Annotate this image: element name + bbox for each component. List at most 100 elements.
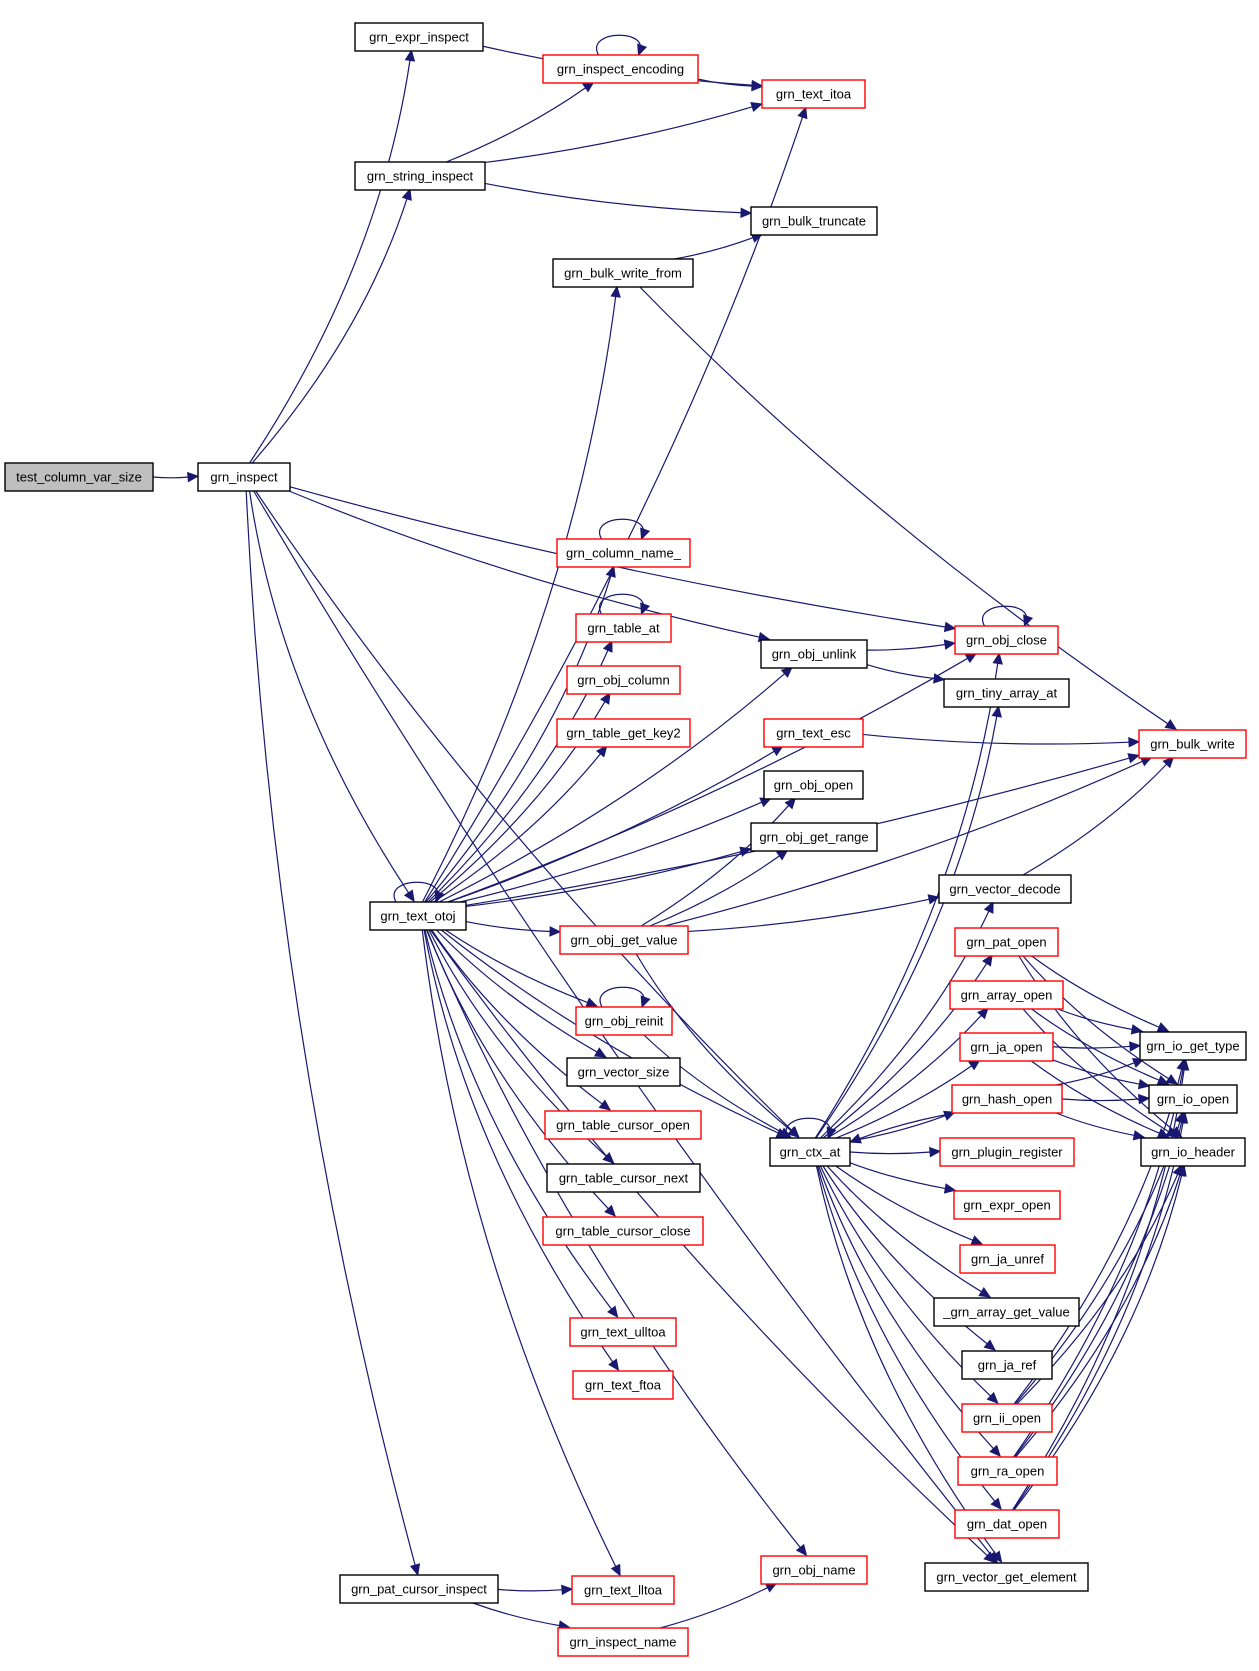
node-grn-ctx-at[interactable]: grn_ctx_at bbox=[769, 1137, 851, 1167]
node-label: grn_plugin_register bbox=[951, 1145, 1063, 1160]
node-grn-hash-open[interactable]: grn_hash_open bbox=[951, 1084, 1063, 1114]
node-label: grn_table_cursor_open bbox=[556, 1118, 690, 1133]
node-grn-tiny-array-at[interactable]: grn_tiny_array_at bbox=[943, 678, 1070, 708]
node-grn-plugin-register[interactable]: grn_plugin_register bbox=[939, 1137, 1075, 1167]
node-label: grn_bulk_write_from bbox=[564, 266, 682, 281]
node-grn-obj-get-range[interactable]: grn_obj_get_range bbox=[750, 822, 878, 852]
node-grn-text-itoa[interactable]: grn_text_itoa bbox=[761, 79, 866, 109]
node-grn-column-name-[interactable]: grn_column_name_ bbox=[556, 538, 691, 568]
edge-grn_inspect-to-grn_expr_inspect bbox=[249, 49, 416, 464]
edge-grn_ctx_at-to-grn_plugin_register bbox=[849, 1146, 942, 1158]
node-grn-pat-open[interactable]: grn_pat_open bbox=[954, 927, 1059, 957]
node-grn-table-cursor-open[interactable]: grn_table_cursor_open bbox=[544, 1110, 702, 1140]
node-grn-inspect-name[interactable]: grn_inspect_name bbox=[557, 1627, 689, 1657]
node-grn-obj-reinit[interactable]: grn_obj_reinit bbox=[575, 1006, 673, 1036]
node-box bbox=[763, 770, 864, 800]
node-box bbox=[1140, 1137, 1246, 1167]
node-box bbox=[763, 718, 864, 748]
node-grn-array-get-value[interactable]: _grn_array_get_value bbox=[933, 1297, 1080, 1327]
node-grn-vector-get-element[interactable]: grn_vector_get_element bbox=[924, 1562, 1089, 1592]
node-grn-obj-close[interactable]: grn_obj_close bbox=[954, 625, 1059, 655]
edge-grn_ctx_at-to-_grn_array_get_value bbox=[826, 1165, 992, 1298]
node-label: grn_obj_get_range bbox=[759, 830, 868, 845]
node-label: grn_ja_open bbox=[970, 1040, 1042, 1055]
node-label: grn_text_otoj bbox=[380, 909, 455, 924]
edge-grn_ctx_at-to-grn_array_open bbox=[827, 1007, 989, 1139]
node-grn-vector-decode[interactable]: grn_vector_decode bbox=[938, 874, 1072, 904]
node-grn-obj-unlink[interactable]: grn_obj_unlink bbox=[760, 639, 868, 669]
node-box bbox=[761, 79, 866, 109]
edge-grn_ctx_at-to-grn_expr_open bbox=[849, 1162, 957, 1194]
node-grn-io-open[interactable]: grn_io_open bbox=[1148, 1084, 1238, 1114]
node-grn-ja-open[interactable]: grn_ja_open bbox=[959, 1032, 1054, 1062]
node-box bbox=[954, 625, 1059, 655]
edge-grn_text_otoj-to-grn_vector_size bbox=[436, 929, 607, 1058]
node-grn-table-at[interactable]: grn_table_at bbox=[575, 613, 672, 643]
edge-grn_inspect-to-grn_obj_unlink bbox=[288, 490, 771, 643]
node-grn-expr-open[interactable]: grn_expr_open bbox=[953, 1190, 1061, 1220]
edge-grn_text_otoj-to-grn_text_lltoa bbox=[421, 929, 621, 1577]
node-box bbox=[572, 1370, 674, 1400]
edge-grn_vector_decode-to-grn_bulk_write bbox=[1022, 756, 1175, 876]
node-grn-text-ftoa[interactable]: grn_text_ftoa bbox=[572, 1370, 674, 1400]
node-grn-io-header[interactable]: grn_io_header bbox=[1140, 1137, 1246, 1167]
node-grn-obj-get-value[interactable]: grn_obj_get_value bbox=[559, 925, 689, 955]
node-grn-inspect[interactable]: grn_inspect bbox=[197, 462, 291, 492]
node-box bbox=[750, 822, 878, 852]
node-box bbox=[575, 1006, 673, 1036]
node-label: grn_column_name_ bbox=[566, 546, 682, 561]
node-grn-table-cursor-close[interactable]: grn_table_cursor_close bbox=[542, 1216, 704, 1246]
node-box bbox=[1139, 1031, 1247, 1061]
node-box bbox=[556, 538, 691, 568]
node-grn-table-get-key2[interactable]: grn_table_get_key2 bbox=[556, 718, 691, 748]
node-grn-inspect-encoding[interactable]: grn_inspect_encoding bbox=[542, 54, 699, 84]
node-label: grn_ra_open bbox=[971, 1464, 1045, 1479]
node-label: grn_pat_open bbox=[966, 935, 1046, 950]
edge-grn_bulk_write_from-to-grn_bulk_write bbox=[639, 286, 1178, 730]
node-label: grn_bulk_write bbox=[1150, 737, 1235, 752]
node-grn-text-otoj[interactable]: grn_text_otoj bbox=[369, 901, 467, 931]
node-box bbox=[951, 1084, 1063, 1114]
node-grn-vector-size[interactable]: grn_vector_size bbox=[566, 1057, 681, 1087]
node-label: grn_text_ulltoa bbox=[580, 1325, 666, 1340]
edge-grn_array_open-to-grn_io_header bbox=[1022, 1008, 1179, 1138]
node-grn-text-esc[interactable]: grn_text_esc bbox=[763, 718, 864, 748]
edge-grn_text_otoj-to-grn_vector_get_element bbox=[429, 929, 996, 1564]
node-grn-pat-cursor-inspect[interactable]: grn_pat_cursor_inspect bbox=[339, 1574, 499, 1604]
node-grn-ii-open[interactable]: grn_ii_open bbox=[961, 1403, 1053, 1433]
node-grn-bulk-truncate[interactable]: grn_bulk_truncate bbox=[750, 206, 878, 236]
node-label: grn_bulk_truncate bbox=[762, 214, 866, 229]
node-label: grn_io_open bbox=[1157, 1092, 1229, 1107]
node-box bbox=[557, 1627, 689, 1657]
edge-grn_text_otoj-to-grn_text_ulltoa bbox=[424, 929, 619, 1319]
node-grn-bulk-write-from[interactable]: grn_bulk_write_from bbox=[552, 258, 694, 288]
edge-grn_hash_open-to-grn_ctx_at bbox=[849, 1112, 956, 1144]
node-label: test_column_var_size bbox=[16, 470, 142, 485]
node-grn-obj-column[interactable]: grn_obj_column bbox=[566, 665, 681, 695]
node-grn-obj-name[interactable]: grn_obj_name bbox=[760, 1555, 868, 1585]
edge-grn_inspect-to-grn_string_inspect bbox=[251, 188, 412, 464]
node-box bbox=[569, 1317, 677, 1347]
node-grn-io-get-type[interactable]: grn_io_get_type bbox=[1139, 1031, 1247, 1061]
node-grn-dat-open[interactable]: grn_dat_open bbox=[954, 1509, 1060, 1539]
edge-grn_hash_open-to-grn_io_open bbox=[1061, 1093, 1151, 1105]
node-grn-string-inspect[interactable]: grn_string_inspect bbox=[354, 161, 486, 191]
node-box bbox=[949, 980, 1064, 1010]
node-grn-ja-ref[interactable]: grn_ja_ref bbox=[961, 1350, 1053, 1380]
edge-grn_bulk_write_from-to-grn_bulk_truncate bbox=[674, 232, 764, 260]
node-box bbox=[542, 1216, 704, 1246]
node-grn-text-lltoa[interactable]: grn_text_lltoa bbox=[571, 1575, 675, 1605]
node-box bbox=[954, 1509, 1060, 1539]
node-grn-bulk-write[interactable]: grn_bulk_write bbox=[1138, 729, 1247, 759]
node-grn-text-ulltoa[interactable]: grn_text_ulltoa bbox=[569, 1317, 677, 1347]
node-grn-array-open[interactable]: grn_array_open bbox=[949, 980, 1064, 1010]
node-grn-obj-open[interactable]: grn_obj_open bbox=[763, 770, 864, 800]
edge-grn_text_otoj-to-grn_text_otoj bbox=[393, 881, 445, 904]
node-grn-expr-inspect[interactable]: grn_expr_inspect bbox=[354, 22, 484, 52]
edge-grn_ja_open-to-grn_io_open bbox=[1052, 1059, 1151, 1090]
node-grn-table-cursor-next[interactable]: grn_table_cursor_next bbox=[546, 1163, 701, 1193]
node-box bbox=[559, 925, 689, 955]
node-grn-ra-open[interactable]: grn_ra_open bbox=[957, 1456, 1058, 1486]
node-grn-ja-unref[interactable]: grn_ja_unref bbox=[959, 1244, 1056, 1274]
node-test-column-var-size[interactable]: test_column_var_size bbox=[4, 462, 154, 492]
